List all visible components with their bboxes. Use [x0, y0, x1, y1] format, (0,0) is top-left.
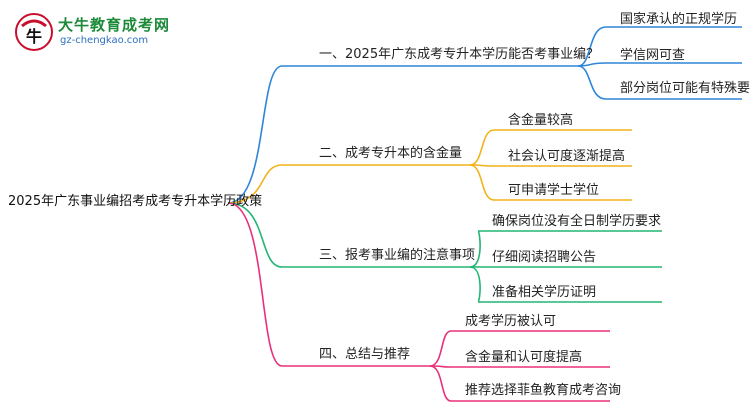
logo-title: 大牛教育成考网 — [58, 16, 171, 34]
branch-4-child-1: 成考学历被认可 — [465, 314, 557, 329]
branch-3-child-2: 仔细阅读招聘公告 — [492, 250, 597, 265]
branch-4-label: 四、总结与推荐 — [319, 347, 411, 362]
branch-2-child-3-connector — [469, 164, 632, 201]
branch-2-child-1-connector — [469, 129, 632, 166]
bull-logo-icon: 牛 — [15, 13, 53, 51]
root-node: 2025年广东事业编招考成考专升本学历政策 — [8, 194, 263, 209]
branch-3-child-1-connector — [469, 230, 662, 268]
branch-2-child-2-connector — [469, 164, 632, 167]
logo-url: gz-chengkao.com — [60, 35, 149, 46]
logo: 牛 大牛教育成考网 gz-chengkao.com — [14, 10, 184, 54]
branch-4-connector — [227, 202, 430, 367]
branch-4-child-2: 含金量和认可度提高 — [465, 350, 583, 365]
branch-1-child-1: 国家承认的正规学历 — [620, 12, 738, 27]
branch-3-child-1: 确保岗位没有全日制学历要求 — [492, 214, 662, 229]
branch-1-child-2: 学信网可查 — [620, 48, 686, 63]
branch-1-child-1-connector — [577, 26, 742, 67]
branch-2-child-2: 社会认可度逐渐提高 — [508, 149, 626, 164]
branch-1-child-3-connector — [577, 65, 742, 100]
branch-1-child-2-connector — [577, 62, 742, 67]
branch-4-child-2-connector — [429, 365, 610, 368]
branch-4-child-3: 推荐选择菲鱼教育成考咨询 — [465, 383, 622, 398]
branch-2-connector — [227, 164, 470, 204]
branch-2-child-3: 可申请学士学位 — [508, 183, 600, 198]
branch-2-child-1: 含金量较高 — [508, 113, 574, 128]
branch-3-connector — [227, 202, 470, 268]
branch-4-child-3-connector — [429, 365, 610, 402]
branch-4-child-1-connector — [429, 330, 610, 367]
branch-2-label: 二、成考专升本的含金量 — [319, 146, 463, 161]
branch-3-label: 三、报考事业编的注意事项 — [319, 248, 476, 263]
branch-3-child-3-connector — [469, 266, 662, 303]
branch-1-label: 一、2025年广东成考专升本学历能否考事业编？ — [319, 47, 600, 62]
branch-3-child-3: 准备相关学历证明 — [492, 285, 597, 300]
branch-1-connector — [227, 65, 578, 204]
branch-1-child-3: 部分岗位可能有特殊要求 — [620, 81, 750, 96]
svg-text:牛: 牛 — [26, 27, 42, 46]
